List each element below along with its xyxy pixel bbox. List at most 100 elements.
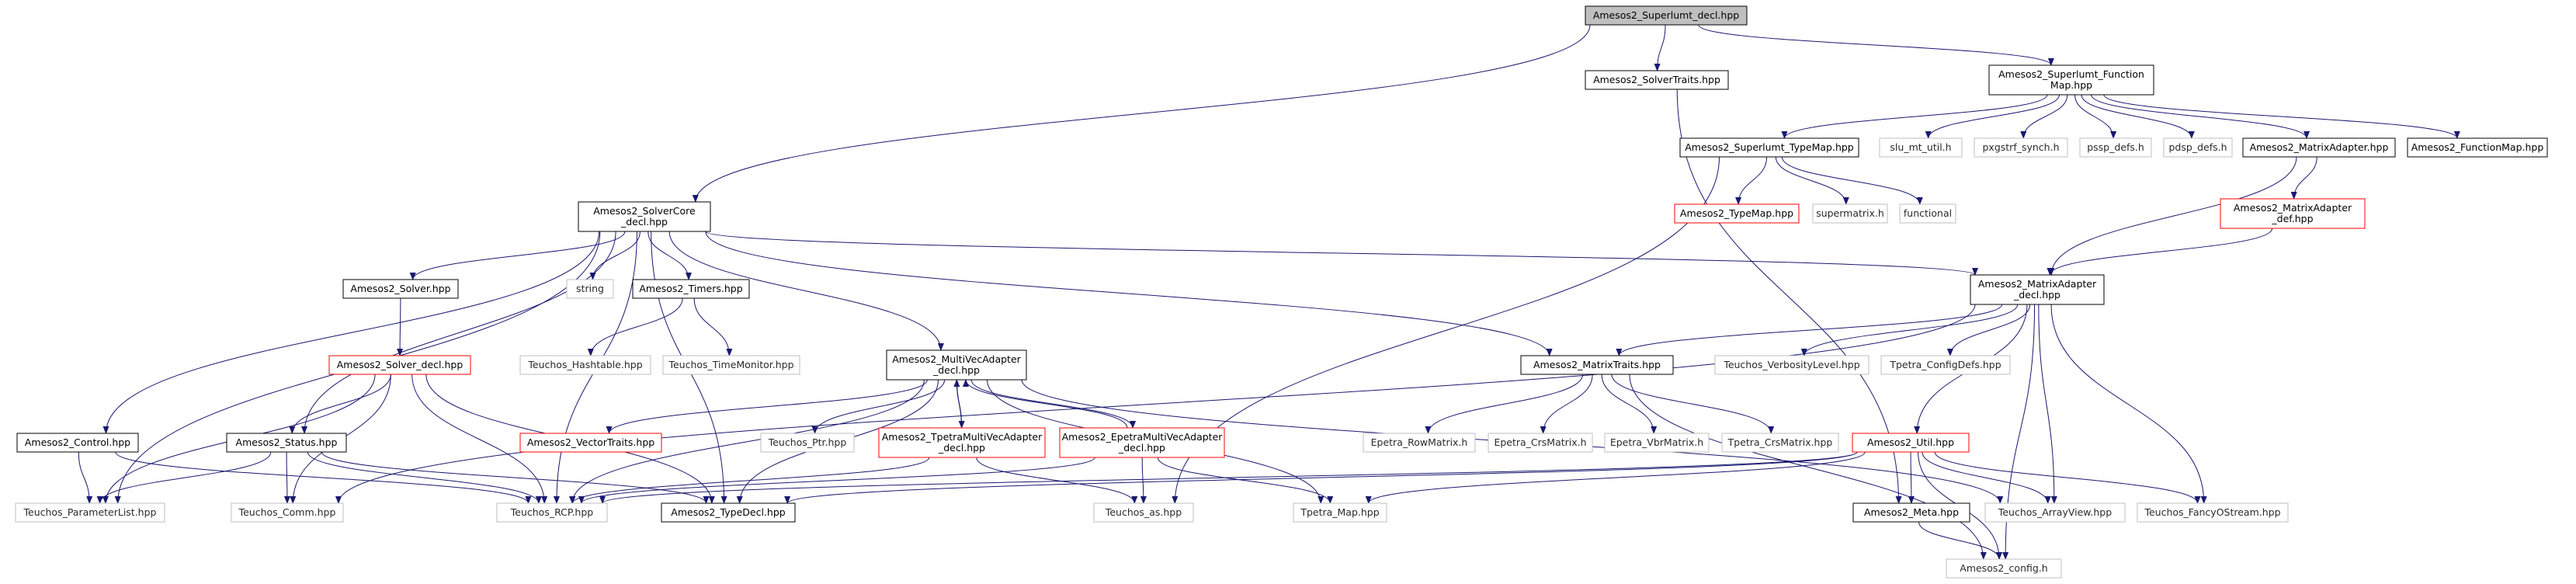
node-label: string (576, 283, 604, 294)
edge-epetra_mva-to-teuchos_rcp (578, 457, 1095, 504)
node-box (1679, 137, 1859, 158)
node-functional[interactable]: functional (1899, 203, 1956, 224)
node-typemap[interactable]: Amesos2_TypeMap.hpp (1674, 203, 1800, 224)
node-arrayview[interactable]: Teuchos_ArrayView.hpp (1984, 502, 2126, 523)
node-solvertraits[interactable]: Amesos2_SolverTraits.hpp (1585, 70, 1729, 90)
edge-superlumt_tmap-to-functional (1781, 156, 1923, 205)
node-box (342, 279, 459, 299)
node-util[interactable]: Amesos2_Util.hpp (1852, 433, 1970, 453)
node-box (760, 433, 855, 453)
node-fancyostream[interactable]: Teuchos_FancyOStream.hpp (2137, 502, 2289, 523)
node-label: _decl.hpp (1118, 442, 1165, 454)
node-label: Amesos2_Timers.hpp (639, 283, 742, 294)
node-superlumt_fmap[interactable]: Amesos2_Superlumt_FunctionMap.hpp (1988, 64, 2154, 96)
node-box (632, 279, 750, 299)
edge-control-to-teuchos_rcp (115, 451, 532, 504)
node-pdsp_defs[interactable]: pdsp_defs.h (2163, 137, 2233, 158)
node-box (661, 502, 796, 523)
edge-status-to-paramlist (96, 451, 272, 504)
edge-madapter_decl-to-verbosity (1800, 304, 2019, 356)
node-verbosity[interactable]: Teuchos_VerbosityLevel.hpp (1714, 355, 1870, 375)
node-label: Amesos2_Status.hpp (236, 436, 338, 448)
edge-matrixtraits-to-epetra_crs (1540, 374, 1593, 434)
node-string[interactable]: string (566, 279, 614, 299)
node-typedecl[interactable]: Amesos2_TypeDecl.hpp (661, 502, 796, 523)
node-label: Amesos2_config.h (1960, 562, 2047, 574)
node-teuchos_as[interactable]: Teuchos_as.hpp (1093, 502, 1194, 523)
node-timemonitor[interactable]: Teuchos_TimeMonitor.hpp (662, 355, 800, 375)
edge-timers-to-timemonitor (693, 297, 733, 356)
node-box (1988, 64, 2154, 96)
node-label: Teuchos_VerbosityLevel.hpp (1723, 359, 1859, 370)
node-vectortraits[interactable]: Amesos2_VectorTraits.hpp (519, 433, 662, 453)
edge-control-to-paramlist (78, 451, 93, 504)
edge-madapter_decl-to-matrixtraits (1616, 304, 2003, 356)
node-tpetra_crs[interactable]: Tpetra_CrsMatrix.hpp (1721, 433, 1839, 453)
node-tpetra_mva[interactable]: Amesos2_TpetraMultiVecAdapter_decl.hpp (878, 427, 1046, 458)
node-tpetra_configdefs[interactable]: Tpetra_ConfigDefs.hpp (1880, 355, 2011, 375)
node-box (1974, 137, 2068, 158)
node-config[interactable]: Amesos2_config.h (1946, 558, 2062, 579)
edge-util-to-tpetra_map (1365, 451, 1866, 504)
node-label: _decl.hpp (938, 442, 985, 454)
node-label: Amesos2_TypeMap.hpp (1680, 207, 1793, 219)
node-box (1093, 502, 1194, 523)
edge-root-to-solvertraits (1654, 24, 1666, 71)
node-status[interactable]: Amesos2_Status.hpp (226, 433, 347, 453)
node-control[interactable]: Amesos2_Control.hpp (16, 433, 139, 453)
node-label: Amesos2_Util.hpp (1867, 436, 1954, 448)
node-label: Tpetra_ConfigDefs.hpp (1889, 359, 2001, 370)
node-slu_mt_util[interactable]: slu_mt_util.h (1879, 137, 1963, 158)
node-meta[interactable]: Amesos2_Meta.hpp (1852, 502, 1970, 523)
edge-solvercore-to-madapter_decl (705, 231, 1978, 276)
node-label: Amesos2_Superlumt_Function (1998, 68, 2144, 80)
node-root[interactable]: Amesos2_Superlumt_decl.hpp (1585, 5, 1748, 26)
node-solver_decl[interactable]: Amesos2_Solver_decl.hpp (328, 355, 471, 375)
node-box (1970, 274, 2105, 305)
edge-matrixtraits-to-tpetra_crs (1611, 374, 1775, 434)
node-label: supermatrix.h (1816, 207, 1884, 219)
node-pxgstrf[interactable]: pxgstrf_synch.h (1974, 137, 2068, 158)
node-epetra_vbr[interactable]: Epetra_VbrMatrix.h (1604, 433, 1710, 453)
node-teuchos_rcp[interactable]: Teuchos_RCP.hpp (496, 502, 608, 523)
node-timers[interactable]: Amesos2_Timers.hpp (632, 279, 750, 299)
node-box (2407, 137, 2548, 158)
node-epetra_row[interactable]: Epetra_RowMatrix.h (1363, 433, 1476, 453)
node-matrixadapter[interactable]: Amesos2_MatrixAdapter.hpp (2242, 137, 2396, 158)
node-solver[interactable]: Amesos2_Solver.hpp (342, 279, 459, 299)
node-box (328, 355, 471, 375)
edge-timers-to-hashtable (587, 297, 683, 356)
node-epetra_crs[interactable]: Epetra_CrsMatrix.h (1488, 433, 1593, 453)
node-solvercore[interactable]: Amesos2_SolverCore_decl.hpp (578, 201, 711, 232)
edge-superlumt_tmap-to-typemap (1735, 156, 1768, 205)
node-superlumt_tmap[interactable]: Amesos2_Superlumt_TypeMap.hpp (1679, 137, 1859, 158)
edge-superlumt_fmap-to-superlumt_tmap (1781, 94, 2048, 139)
node-mvadapter_decl[interactable]: Amesos2_MultiVecAdapter_decl.hpp (886, 349, 1027, 381)
edge-superlumt_fmap-to-functionmap (2103, 94, 2460, 139)
node-pssp_defs[interactable]: pssp_defs.h (2079, 137, 2152, 158)
edge-solvercore-to-timers (647, 231, 692, 280)
node-label: Amesos2_MatrixAdapter (2234, 202, 2352, 214)
node-box (226, 433, 347, 453)
node-supermatrix[interactable]: supermatrix.h (1812, 203, 1888, 224)
node-teuchos_comm[interactable]: Teuchos_Comm.hpp (231, 502, 344, 523)
node-hashtable[interactable]: Teuchos_Hashtable.hpp (519, 355, 651, 375)
edge-superlumt_fmap-to-slu_mt_util (1925, 94, 2060, 139)
edge-mvadapter_decl-to-epetra_mva (970, 379, 1136, 429)
node-box (1721, 433, 1839, 453)
edge-solver_decl-to-teuchos_rcp (411, 374, 548, 504)
node-teuchos_ptr[interactable]: Teuchos_Ptr.hpp (760, 433, 855, 453)
node-tpetra_map[interactable]: Tpetra_Map.hpp (1293, 502, 1387, 523)
node-madapter_decl[interactable]: Amesos2_MatrixAdapter_decl.hpp (1970, 274, 2105, 305)
node-paramlist[interactable]: Teuchos_ParameterList.hpp (15, 502, 165, 523)
edge-epetra_mva-to-teuchos_as (1140, 457, 1147, 504)
node-box (1674, 203, 1800, 224)
node-label: Amesos2_SolverCore (593, 205, 696, 217)
node-matrixtraits[interactable]: Amesos2_MatrixTraits.hpp (1520, 355, 1674, 375)
node-epetra_mva[interactable]: Amesos2_EpetraMultiVecAdapter_decl.hpp (1059, 427, 1225, 458)
node-box (878, 427, 1046, 458)
node-functionmap[interactable]: Amesos2_FunctionMap.hpp (2407, 137, 2548, 158)
node-madapter_def[interactable]: Amesos2_MatrixAdapter_def.hpp (2220, 198, 2366, 229)
nodes-layer: Amesos2_Superlumt_decl.hppAmesos2_Solver… (15, 5, 2548, 579)
node-box (15, 502, 165, 523)
